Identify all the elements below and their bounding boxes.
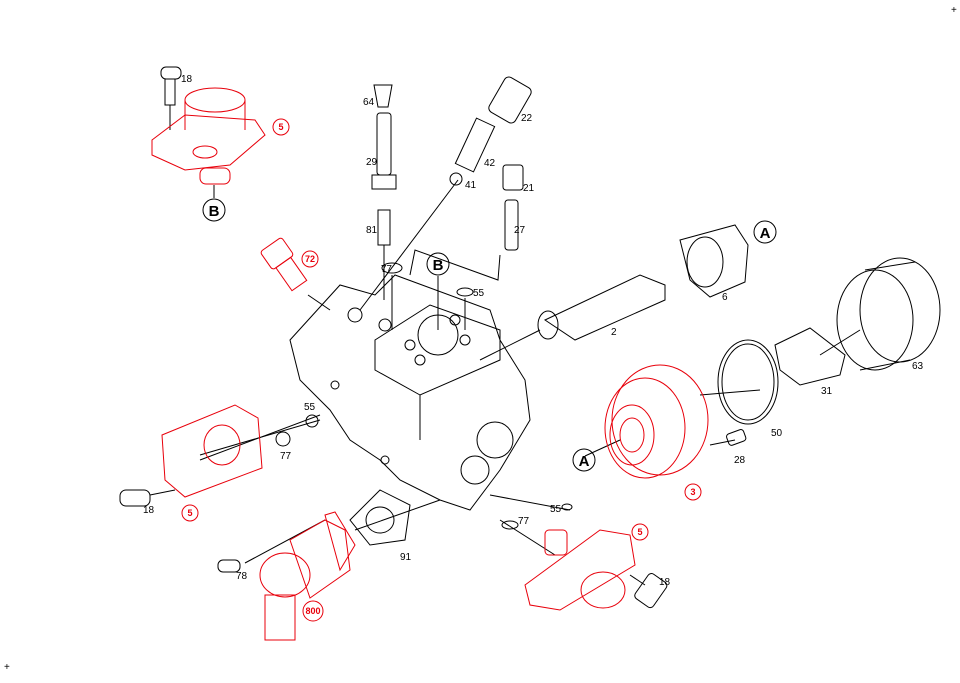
part-label-2: 2 [611, 327, 617, 338]
part-label-5: 5 [187, 508, 192, 518]
part-label-78: 78 [236, 571, 248, 582]
part-label-55: 55 [473, 288, 485, 299]
part-label-64: 64 [363, 97, 375, 108]
part-label-5: 5 [637, 527, 642, 537]
ref-label-a: A [760, 225, 771, 242]
part-label-28: 28 [734, 455, 746, 466]
ref-marker-a [753, 220, 777, 244]
part-label-29: 29 [366, 157, 378, 168]
metering-unit-icon [259, 511, 356, 641]
part-label-81: 81 [366, 225, 378, 236]
part-label-63: 63 [912, 361, 924, 372]
ref-marker-b [202, 198, 226, 222]
piston-parts [371, 76, 532, 297]
valve-body-icon [161, 404, 263, 498]
ref-label-b: B [209, 203, 220, 220]
ref-marker-a [572, 448, 596, 472]
part-label-21: 21 [523, 183, 535, 194]
pressure-sensor-icon [260, 237, 308, 292]
part-label-18: 18 [143, 505, 155, 516]
part-label-77: 77 [518, 516, 530, 527]
part-label-77: 77 [280, 451, 292, 462]
flange-icon [604, 364, 709, 479]
ref-marker-b [426, 252, 450, 276]
part-label-55: 55 [304, 402, 316, 413]
callout-circle [302, 600, 324, 622]
part-label-18: 18 [181, 74, 193, 85]
ref-label-a: A [579, 453, 590, 470]
screw-icon [160, 66, 182, 106]
ref-label-b: B [433, 257, 444, 274]
part-label-72: 72 [305, 254, 315, 264]
corner-mark: + [4, 662, 10, 673]
part-label-22: 22 [521, 113, 533, 124]
pump-housing [289, 274, 531, 511]
valve-top-assembly: 18 5 B [151, 66, 290, 222]
part-label-55: 55 [550, 504, 562, 515]
valve-body-icon [151, 87, 266, 185]
part-label-50: 50 [771, 428, 783, 439]
valve-body-icon [524, 529, 636, 611]
part-label-5: 5 [278, 122, 283, 132]
part-label-6: 6 [722, 292, 728, 303]
drive-shaft-parts [537, 224, 941, 446]
part-label-42: 42 [484, 158, 496, 169]
corner-mark: + [951, 5, 957, 16]
callout-circle [181, 504, 199, 522]
valve-bottom-assembly: 55 77 5 18 [501, 503, 671, 611]
part-label-77: 77 [381, 264, 393, 275]
part-label-31: 31 [821, 386, 833, 397]
part-label-41: 41 [465, 180, 477, 191]
callout-circle [631, 523, 649, 541]
metering-unit-assembly: 78 800 91 [217, 489, 412, 641]
part-label-91: 91 [400, 552, 412, 563]
callout-circle [684, 483, 702, 501]
part-label-27: 27 [514, 225, 526, 236]
part-label-18: 18 [659, 577, 671, 588]
valve-left-assembly: 55 77 5 18 [119, 402, 319, 522]
leader-lines [149, 105, 861, 586]
callout-circle [272, 118, 290, 136]
part-label-800: 800 [305, 606, 320, 616]
callout-circle [301, 250, 319, 268]
part-label-3: 3 [690, 487, 695, 497]
